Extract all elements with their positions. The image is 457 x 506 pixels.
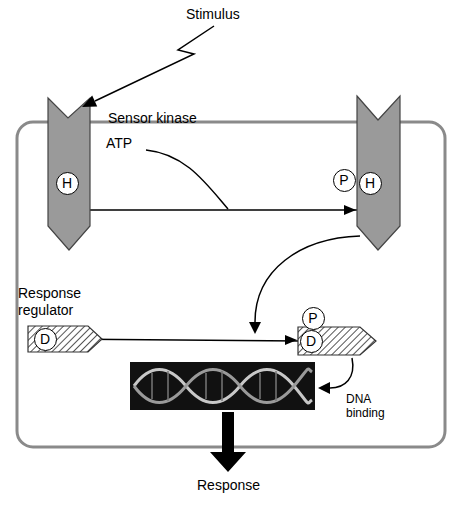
residue-letter: D bbox=[306, 334, 316, 348]
response-regulator bbox=[28, 326, 102, 352]
response-arrow bbox=[210, 412, 246, 472]
residue-circle: H bbox=[359, 172, 382, 195]
arrow-head bbox=[344, 205, 356, 215]
diagram-label: DNA binding bbox=[346, 392, 398, 421]
diagram-label: Sensor kinase bbox=[108, 110, 197, 127]
diagram-label: Response bbox=[197, 477, 260, 494]
arrow-head bbox=[318, 382, 330, 394]
atp-input-curve bbox=[146, 150, 228, 209]
residue-circle: D bbox=[34, 328, 57, 351]
dna-image bbox=[130, 362, 315, 410]
diagram-label: ATP bbox=[106, 135, 132, 152]
residue-letter: H bbox=[62, 176, 72, 190]
residue-circle: D bbox=[300, 330, 323, 353]
residue-letter: D bbox=[40, 332, 50, 346]
sensor-kinase bbox=[357, 96, 400, 250]
stimulus-bolt bbox=[95, 26, 214, 101]
residue-letter: H bbox=[365, 176, 375, 190]
residue-letter: P bbox=[308, 311, 317, 325]
diagram-label: Response regulator bbox=[18, 285, 92, 319]
arrow-head bbox=[285, 335, 297, 345]
residue-circle: H bbox=[56, 172, 79, 195]
arrow-head bbox=[249, 322, 261, 334]
response-regulator bbox=[298, 327, 376, 355]
arrow-head bbox=[82, 96, 97, 107]
residue-circle: P bbox=[302, 307, 325, 330]
binding-arrow bbox=[330, 358, 353, 388]
residue-circle: P bbox=[333, 169, 356, 192]
residue-letter: P bbox=[339, 173, 348, 187]
sensor-kinase bbox=[48, 98, 90, 250]
diagram-label: Stimulus bbox=[186, 6, 240, 23]
